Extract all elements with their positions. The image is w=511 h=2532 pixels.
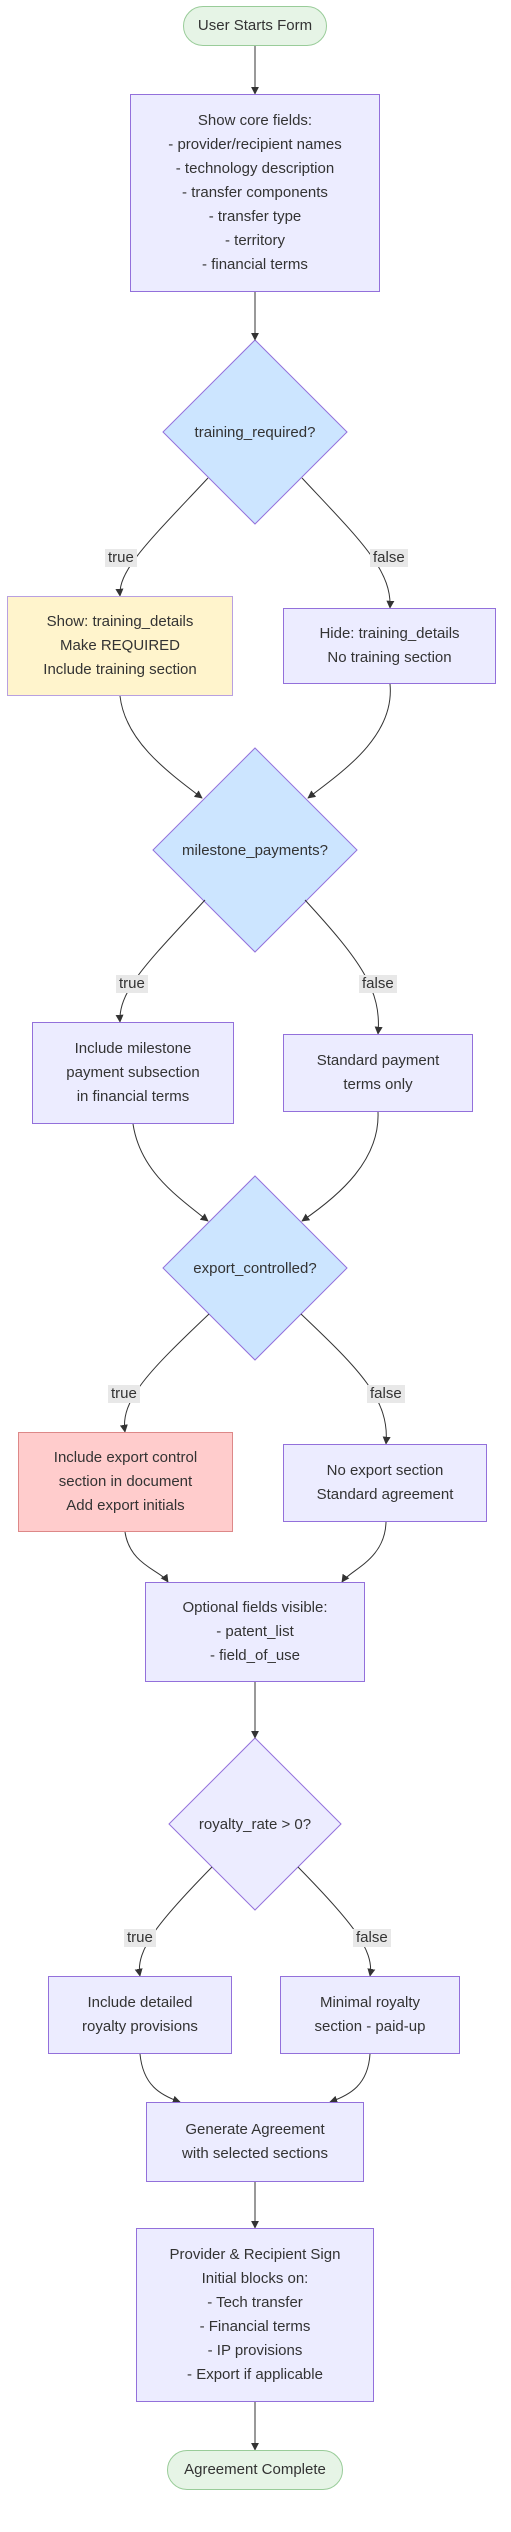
generate-agreement-node: Generate Agreement with selected section…: [146, 2102, 364, 2182]
edge-royaltyyes-generate: [139, 2053, 181, 2104]
milestone-no-node: Standard payment terms only: [283, 1034, 473, 1112]
edge-export-false: [300, 1313, 391, 1445]
training-yes-node: Show: training_details Make REQUIRED Inc…: [7, 596, 233, 696]
edge-trainingno-milestone: [307, 683, 391, 799]
edge-training-false: [301, 477, 395, 609]
royalty-false-label: false: [353, 1929, 391, 1947]
royalty-rate-label: royalty_rate > 0?: [198, 1815, 312, 1833]
edge-royalty-true: [134, 1866, 213, 1977]
edge-trainingyes-milestone: [119, 695, 203, 799]
optional-fields-node: Optional fields visible: - patent_list -…: [145, 1582, 365, 1682]
edge-training-true: [115, 477, 209, 597]
training-false-label: false: [370, 549, 408, 567]
milestone-false-label: false: [359, 975, 397, 993]
edge-royalty-false: [297, 1866, 376, 1977]
start-node: User Starts Form: [183, 6, 327, 46]
core-fields-node: Show core fields: - provider/recipient n…: [130, 94, 380, 292]
export-false-label: false: [367, 1385, 405, 1403]
edge-milestone-true: [115, 899, 206, 1023]
export-yes-node: Include export control section in docume…: [18, 1432, 233, 1532]
edge-exportyes-optional: [124, 1531, 169, 1583]
milestone-true-label: true: [116, 975, 148, 993]
milestone-payments-label: milestone_payments?: [182, 841, 328, 859]
decision-diamond-training: [162, 339, 348, 525]
edge-exportno-optional: [341, 1521, 387, 1583]
training-true-label: true: [105, 549, 137, 567]
edge-export-true: [119, 1313, 210, 1433]
training-required-label: training_required?: [194, 423, 316, 441]
edge-milestoneno-export: [301, 1111, 379, 1222]
export-true-label: true: [108, 1385, 140, 1403]
sign-node: Provider & Recipient Sign Initial blocks…: [136, 2228, 374, 2402]
royalty-yes-node: Include detailed royalty provisions: [48, 1976, 232, 2054]
edge-milestoneyes-export: [132, 1123, 209, 1222]
royalty-true-label: true: [124, 1929, 156, 1947]
export-no-node: No export section Standard agreement: [283, 1444, 487, 1522]
edge-milestone-false: [304, 899, 383, 1035]
edge-royaltyno-generate: [329, 2053, 371, 2104]
end-node: Agreement Complete: [167, 2450, 343, 2490]
royalty-no-node: Minimal royalty section - paid-up: [280, 1976, 460, 2054]
milestone-yes-node: Include milestone payment subsection in …: [32, 1022, 234, 1124]
training-no-node: Hide: training_details No training secti…: [283, 608, 496, 684]
export-controlled-label: export_controlled?: [193, 1259, 317, 1277]
